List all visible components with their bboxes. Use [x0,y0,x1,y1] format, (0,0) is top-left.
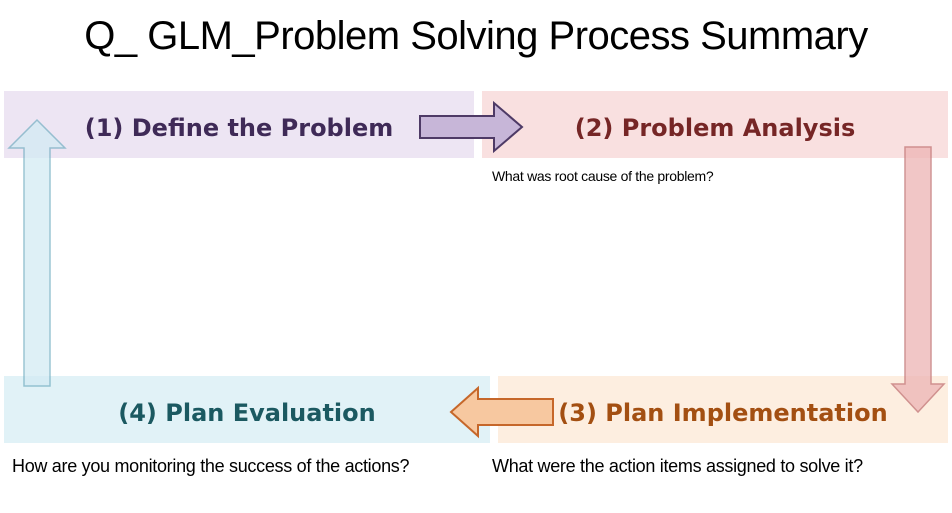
step-2-box [482,91,948,158]
step-1-label: (1) Define the Problem [84,114,394,142]
step-4-prompt: How are you monitoring the success of th… [12,456,410,476]
arrow-left [449,385,554,439]
step-2-prompt: What was root cause of the problem? [492,168,714,184]
arrow-right [419,100,524,154]
diagram-title: Q_ GLM_Problem Solving Process Summary [84,14,868,58]
step-4-label: (4) Plan Evaluation [118,399,376,427]
step-3-prompt: What were the action items assigned to s… [492,456,863,476]
step-3-box [498,376,948,443]
step-3-label: (3) Plan Implementation [558,399,888,427]
arrow-up [7,118,67,387]
step-1-box [4,91,474,158]
step-2-label: (2) Problem Analysis [574,114,856,142]
arrow-down [890,146,946,414]
step-4-box [4,376,490,443]
